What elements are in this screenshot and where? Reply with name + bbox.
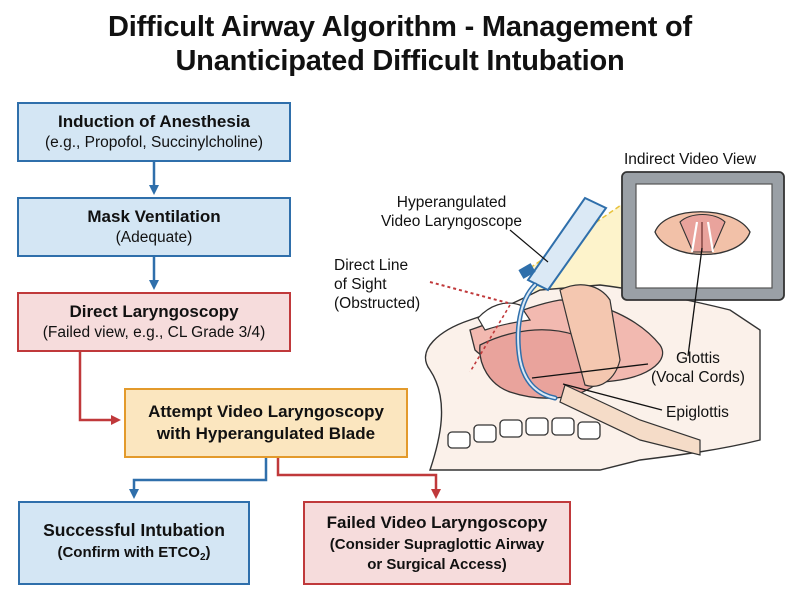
video-label-line-1: Attempt Video Laryngoscopy	[148, 402, 384, 421]
trachea	[559, 384, 701, 456]
epiglottis-label: Epiglottis	[666, 404, 729, 421]
successful-intubation-box: Successful Intubation (Confirm with ETCO…	[18, 501, 250, 585]
pointer-hyperangulated	[509, 229, 549, 263]
induction-detail: (e.g., Propofol, Succinylcholine)	[45, 134, 263, 151]
direct-line-of-sight	[429, 281, 509, 304]
arrow-video-to-failed	[276, 458, 441, 499]
direct-label-line-1: Direct Line	[334, 257, 409, 274]
failed-video-laryngoscopy-box: Failed Video Laryngoscopy (Consider Supr…	[303, 501, 571, 585]
success-detail-subscript: 2	[199, 552, 206, 563]
direct-detail: (Failed view, e.g., CL Grade 3/4)	[42, 324, 266, 341]
title-line-2: Unanticipated Difficult Intubation	[175, 45, 625, 77]
success-detail-suffix: )	[205, 544, 211, 561]
indirect-video-view-label: Indirect Video View	[624, 151, 757, 168]
direct-label-line-3: (Obstructed)	[334, 295, 421, 312]
induction-box: Induction of Anesthesia (e.g., Propofol,…	[17, 102, 291, 162]
direct-laryngoscopy-box: Direct Laryngoscopy (Failed view, e.g., …	[17, 292, 291, 352]
success-detail: (Confirm with ETCO2)	[57, 542, 210, 568]
failed-detail-line-1: (Consider Supraglottic Airway	[329, 536, 545, 553]
glottis-label-line-2: (Vocal Cords)	[651, 369, 745, 386]
pointer-glottis	[531, 363, 649, 379]
direct-label-line-2: of Sight	[334, 276, 387, 293]
vertebrae	[447, 417, 601, 449]
page-title: Difficult Airway Algorithm - Management …	[0, 10, 800, 78]
pharynx	[559, 284, 621, 387]
hyperangulated-label: Hyperangulated Video Laryngoscope	[381, 193, 522, 231]
arrow-video-to-success	[129, 458, 268, 499]
hyperangulated-label-line-1: Hyperangulated	[396, 194, 507, 211]
mask-ventilation-box: Mask Ventilation (Adequate)	[17, 197, 291, 257]
video-monitor	[621, 171, 785, 301]
induction-label: Induction of Anesthesia	[57, 112, 251, 131]
line-of-sight-through	[469, 304, 511, 373]
mask-label: Mask Ventilation	[87, 207, 221, 226]
success-label: Successful Intubation	[43, 520, 225, 540]
failed-label: Failed Video Laryngoscopy	[326, 513, 548, 532]
hyperangulated-laryngoscope	[515, 196, 608, 401]
mask-detail: (Adequate)	[115, 229, 193, 246]
video-label-line-2: with Hyperangulated Blade	[156, 424, 376, 443]
pointer-epiglottis	[562, 383, 663, 411]
video-laryngoscopy-box: Attempt Video Laryngoscopy with Hyperang…	[124, 388, 408, 458]
arrow-direct-to-video	[78, 352, 121, 425]
failed-detail-line-2: or Surgical Access)	[367, 556, 507, 573]
glottis-label: Glottis (Vocal Cords)	[651, 349, 745, 387]
success-detail-prefix: (Confirm with ETCO	[57, 544, 200, 561]
title-line-1: Difficult Airway Algorithm - Management …	[108, 11, 692, 43]
pointer-glottis-monitor	[687, 247, 703, 357]
direct-line-of-sight-label: Direct Line of Sight (Obstructed)	[334, 256, 420, 313]
glottis-label-line-1: Glottis	[675, 350, 720, 367]
direct-label: Direct Laryngoscopy	[69, 302, 239, 321]
hyperangulated-label-line-2: Video Laryngoscope	[381, 213, 523, 230]
